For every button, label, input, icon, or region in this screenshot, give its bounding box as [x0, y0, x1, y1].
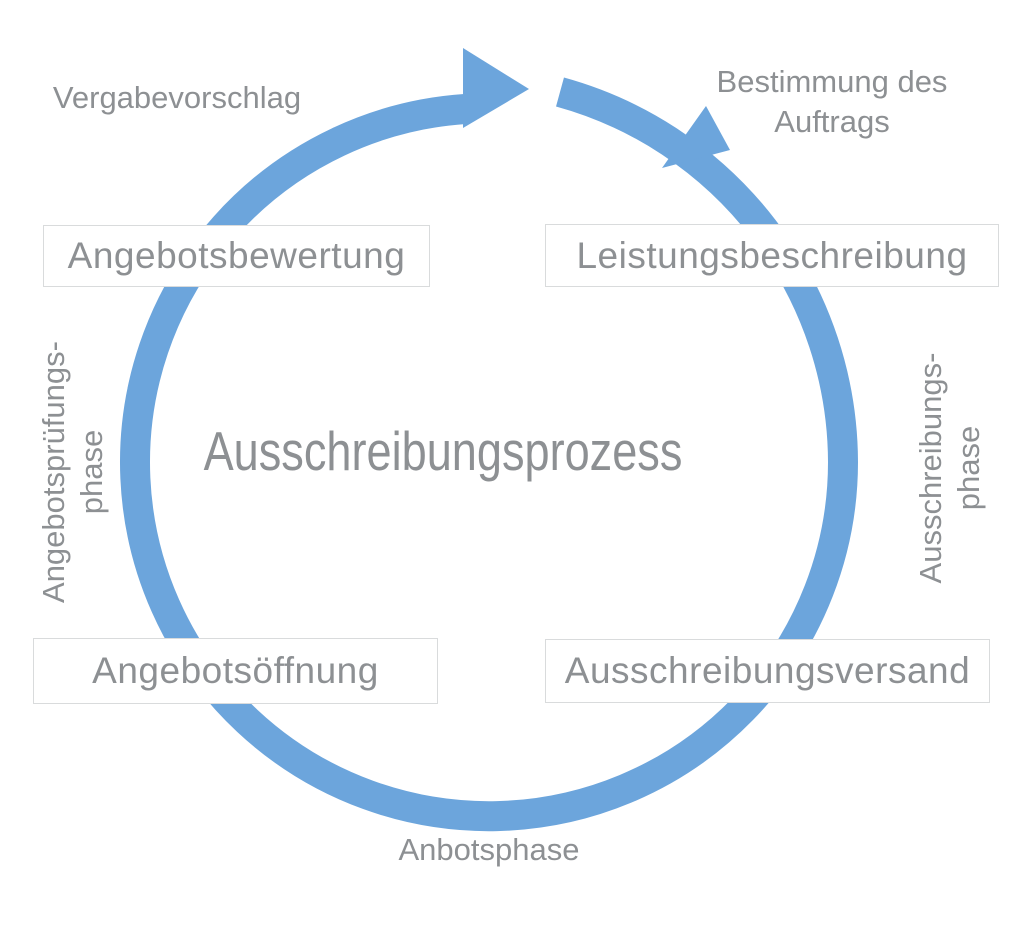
stage-box-ausschreibungsversand: Ausschreibungsversand [545, 639, 990, 703]
cycle-arc [120, 77, 859, 832]
diagram-title: Ausschreibungsprozess [151, 420, 735, 482]
annotation-bestimmung-line1: Bestimmung des [716, 64, 948, 99]
annotation-angebotspruefungsphase-line1: Angebotsprüfungs- [36, 341, 71, 603]
annotation-ausschreibungsphase-line1: Ausschreibungs- [913, 352, 948, 584]
annotation-ausschreibungsphase-line2: phase [951, 425, 986, 511]
annotation-bestimmung-line2: Auftrags [774, 104, 890, 139]
annotation-vergabevorschlag: Vergabevorschlag [52, 80, 302, 115]
annotation-angebotspruefungsphase-line2: phase [74, 429, 109, 515]
annotation-bestimmung-des-auftrags: Bestimmung des Auftrags [717, 62, 948, 142]
entry-arrowhead-icon [662, 106, 730, 168]
stage-box-leistungsbeschreibung: Leistungsbeschreibung [545, 224, 999, 287]
stage-box-angebotsbewertung: Angebotsbewertung [43, 225, 430, 287]
cycle-arrowhead-icon [463, 48, 529, 128]
annotation-anbotsphase: Anbotsphase [398, 832, 580, 867]
annotation-ausschreibungsphase: Ausschreibungs- phase [912, 353, 988, 584]
diagram-title-text: Ausschreibungsprozess [203, 420, 683, 482]
stage-box-angebotsoeffnung: Angebotsöffnung [33, 638, 438, 704]
annotation-angebotspruefungsphase: Angebotsprüfungs- phase [35, 341, 111, 603]
